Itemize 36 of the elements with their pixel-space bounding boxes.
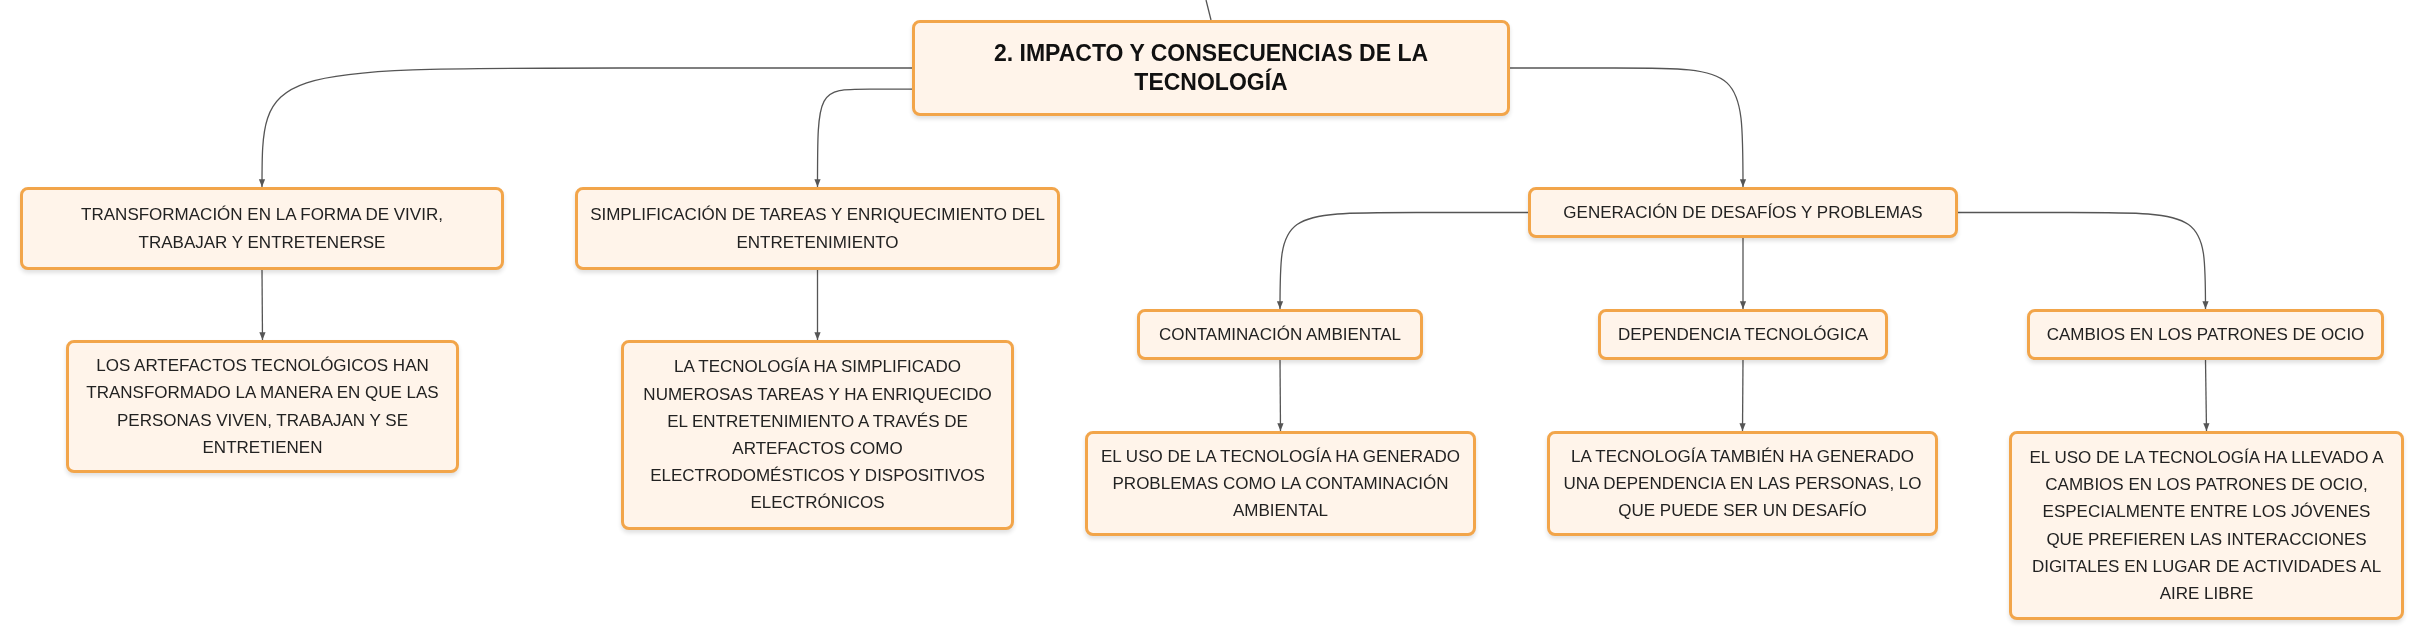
concept-box	[2027, 309, 2384, 360]
connector-line	[1509, 67, 1747, 188]
concept-text: CONTAMINACIÓN AMBIENTAL	[1158, 323, 1402, 346]
connector-line	[1739, 237, 1747, 310]
connector-line	[814, 88, 913, 188]
topic-box	[912, 20, 1510, 116]
concept-box	[1085, 431, 1476, 536]
connector-line	[259, 269, 266, 341]
connector-line	[1739, 359, 1746, 432]
topic-title: 2. IMPACTO Y CONSECUENCIAS DE LA TECNOLOGÍA	[992, 39, 1430, 97]
concept-box	[575, 187, 1060, 270]
concept-text: TRANSFORMACIÓN EN LA FORMA DE VIVIR, TRABAJAR Y ENTRETENERSE	[80, 204, 444, 254]
concept-box	[1598, 309, 1888, 360]
concept-text: LA TECNOLOGÍA TAMBIÉN HA GENERADO UNA DEPENDENCIA EN LAS PERSONAS, LO QUE PUEDE SER UN DESAFÍO	[1562, 445, 1923, 523]
concept-text: CAMBIOS EN LOS PATRONES DE OCIO	[2046, 323, 2365, 346]
concept-text: GENERACIÓN DE DESAFÍOS Y PROBLEMAS	[1563, 201, 1923, 224]
concept-text: LA TECNOLOGÍA HA SIMPLIFICADO NUMEROSAS TAREAS Y HA ENRIQUECIDO EL ENTRETENIMIENTO A TRAVÉS DE ARTEFACTOS COMO ELECTRODOMÉSTICOS Y DISPOSITIVOS ELECTRÓNICOS	[642, 356, 993, 515]
connector-line	[1276, 211, 1529, 310]
concept-text: SIMPLIFICACIÓN DE TAREAS Y ENRIQUECIMIENTO DEL ENTRETENIMIENTO	[590, 204, 1045, 254]
connector-line	[814, 269, 821, 341]
concept-box	[1137, 309, 1423, 360]
connector-line	[258, 67, 913, 188]
concept-box	[66, 340, 459, 473]
connector-line	[2203, 359, 2210, 432]
connector-line	[1957, 211, 2209, 310]
concept-box	[20, 187, 504, 270]
concept-text: EL USO DE LA TECNOLOGÍA HA GENERADO PROBLEMAS COMO LA CONTAMINACIÓN AMBIENTAL	[1100, 445, 1461, 523]
connector-line	[1277, 359, 1284, 432]
connector-line	[1205, 0, 1212, 21]
concept-box	[2009, 431, 2404, 620]
concept-text: LOS ARTEFACTOS TECNOLÓGICOS HAN TRANSFORMADO LA MANERA EN QUE LAS PERSONAS VIVEN, TRABAJAN Y SE ENTRETIENEN	[85, 355, 440, 459]
concept-box	[621, 340, 1014, 530]
concept-text: DEPENDENCIA TECNOLÓGICA	[1618, 323, 1868, 346]
concept-box	[1547, 431, 1938, 536]
concept-text: EL USO DE LA TECNOLOGÍA HA LLEVADO A CAMBIOS EN LOS PATRONES DE OCIO, ESPECIALMENTE ENTRE LOS JÓVENES QUE PREFIEREN LAS INTERACCIONES DIGITALES EN LUGAR DE ACTIVIDADES AL AIRE LIBRE	[2028, 446, 2385, 605]
concept-box	[1528, 187, 1958, 238]
